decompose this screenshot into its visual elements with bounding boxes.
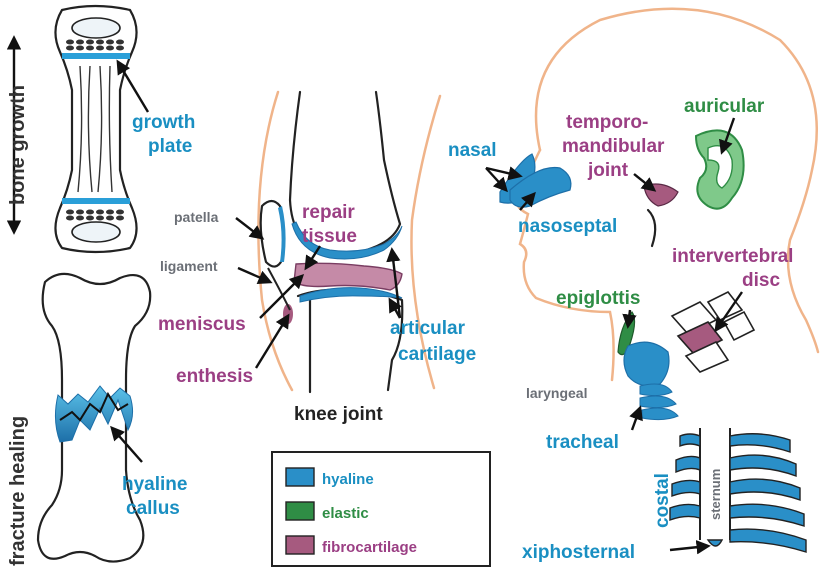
mandible-condyle xyxy=(648,210,655,246)
patella-cartilage xyxy=(278,206,286,262)
xiphosternal-pointer xyxy=(670,546,708,550)
epiglottis-label: epiglottis xyxy=(556,288,640,309)
legend-swatch-hyaline xyxy=(286,468,314,486)
ribcage xyxy=(670,428,806,552)
legend-label-fibrocartilage: fibrocartilage xyxy=(322,539,417,556)
legend: hyaline elastic fibrocartilage xyxy=(272,452,490,566)
xiphosternal-label: xiphosternal xyxy=(522,542,635,563)
ligament-pointer xyxy=(238,268,270,282)
legend-label-elastic: elastic xyxy=(322,505,369,522)
meniscus-pointer xyxy=(260,276,302,318)
nasal-label: nasal xyxy=(448,140,497,161)
hyaline-callus xyxy=(55,386,132,442)
tmj-label-line1: temporo- xyxy=(566,112,648,133)
bone-growth-label: bone growth xyxy=(7,85,29,205)
costal-cartilages-left xyxy=(670,434,700,520)
tmj-label-line2: mandibular xyxy=(562,136,665,157)
tracheal-label: tracheal xyxy=(546,432,619,453)
patellar-ligament xyxy=(268,268,290,310)
repair-label-line1: repair xyxy=(302,202,355,223)
legend-label-hyaline: hyaline xyxy=(322,471,374,488)
meniscus-label: meniscus xyxy=(158,314,246,335)
growth-plate-pointer xyxy=(118,62,148,112)
laryngeal-label: laryngeal xyxy=(526,385,587,401)
knee-joint-panel: patella ligament repair tissue meniscus … xyxy=(158,92,476,425)
articular-label-line1: articular xyxy=(390,318,466,339)
bottom-growth-plate xyxy=(62,198,130,204)
laryngeal-cartilage xyxy=(624,342,669,386)
articular-label-line2: cartilage xyxy=(398,344,476,365)
top-growth-plate xyxy=(62,53,130,59)
head-panel: nasal nasoseptal temporo- mandibular joi… xyxy=(448,9,818,563)
enthesis-label: enthesis xyxy=(176,366,253,387)
tracheal-pointer xyxy=(632,408,640,430)
nasoseptal-label: nasoseptal xyxy=(518,216,617,237)
patella-label: patella xyxy=(174,209,219,225)
top-epiphysis-cavity xyxy=(72,18,120,38)
repair-label-line2: tissue xyxy=(302,226,357,247)
tibia xyxy=(298,290,402,392)
trabecular-lines xyxy=(78,66,112,192)
callus-label-line2: callus xyxy=(126,498,180,519)
legend-swatch-elastic xyxy=(286,502,314,520)
bone-growth-panel: bone growth growth plate xyxy=(7,6,195,252)
callus-label-line1: hyaline xyxy=(122,474,187,495)
costal-cartilages-right xyxy=(730,434,806,552)
ligament-label: ligament xyxy=(160,258,218,274)
enthesis-pointer xyxy=(256,316,288,368)
fracture-healing-label: fracture healing xyxy=(7,416,29,566)
legend-swatch-fibrocartilage xyxy=(286,536,314,554)
growth-plate-label-line2: plate xyxy=(148,136,192,157)
bottom-chondrocytes xyxy=(66,210,124,221)
growth-plate-label-line1: growth xyxy=(132,112,195,133)
tmj-label-line3: joint xyxy=(587,160,629,181)
meniscus-tissue xyxy=(294,263,402,290)
auricular-label: auricular xyxy=(684,96,765,117)
xiphoid xyxy=(708,540,722,546)
knee-skin-front xyxy=(258,92,292,390)
bottom-epiphysis-cavity xyxy=(72,222,120,242)
sternum-label: sternum xyxy=(708,469,723,520)
top-chondrocytes xyxy=(66,40,124,51)
intervertebral-discs xyxy=(672,292,754,372)
intervertebral-label-line2: disc xyxy=(742,270,780,291)
costal-label: costal xyxy=(652,473,673,528)
tracheal-rings xyxy=(640,384,678,420)
knee-joint-title: knee joint xyxy=(294,404,383,425)
intervertebral-label-line1: intervertebral xyxy=(672,246,793,267)
